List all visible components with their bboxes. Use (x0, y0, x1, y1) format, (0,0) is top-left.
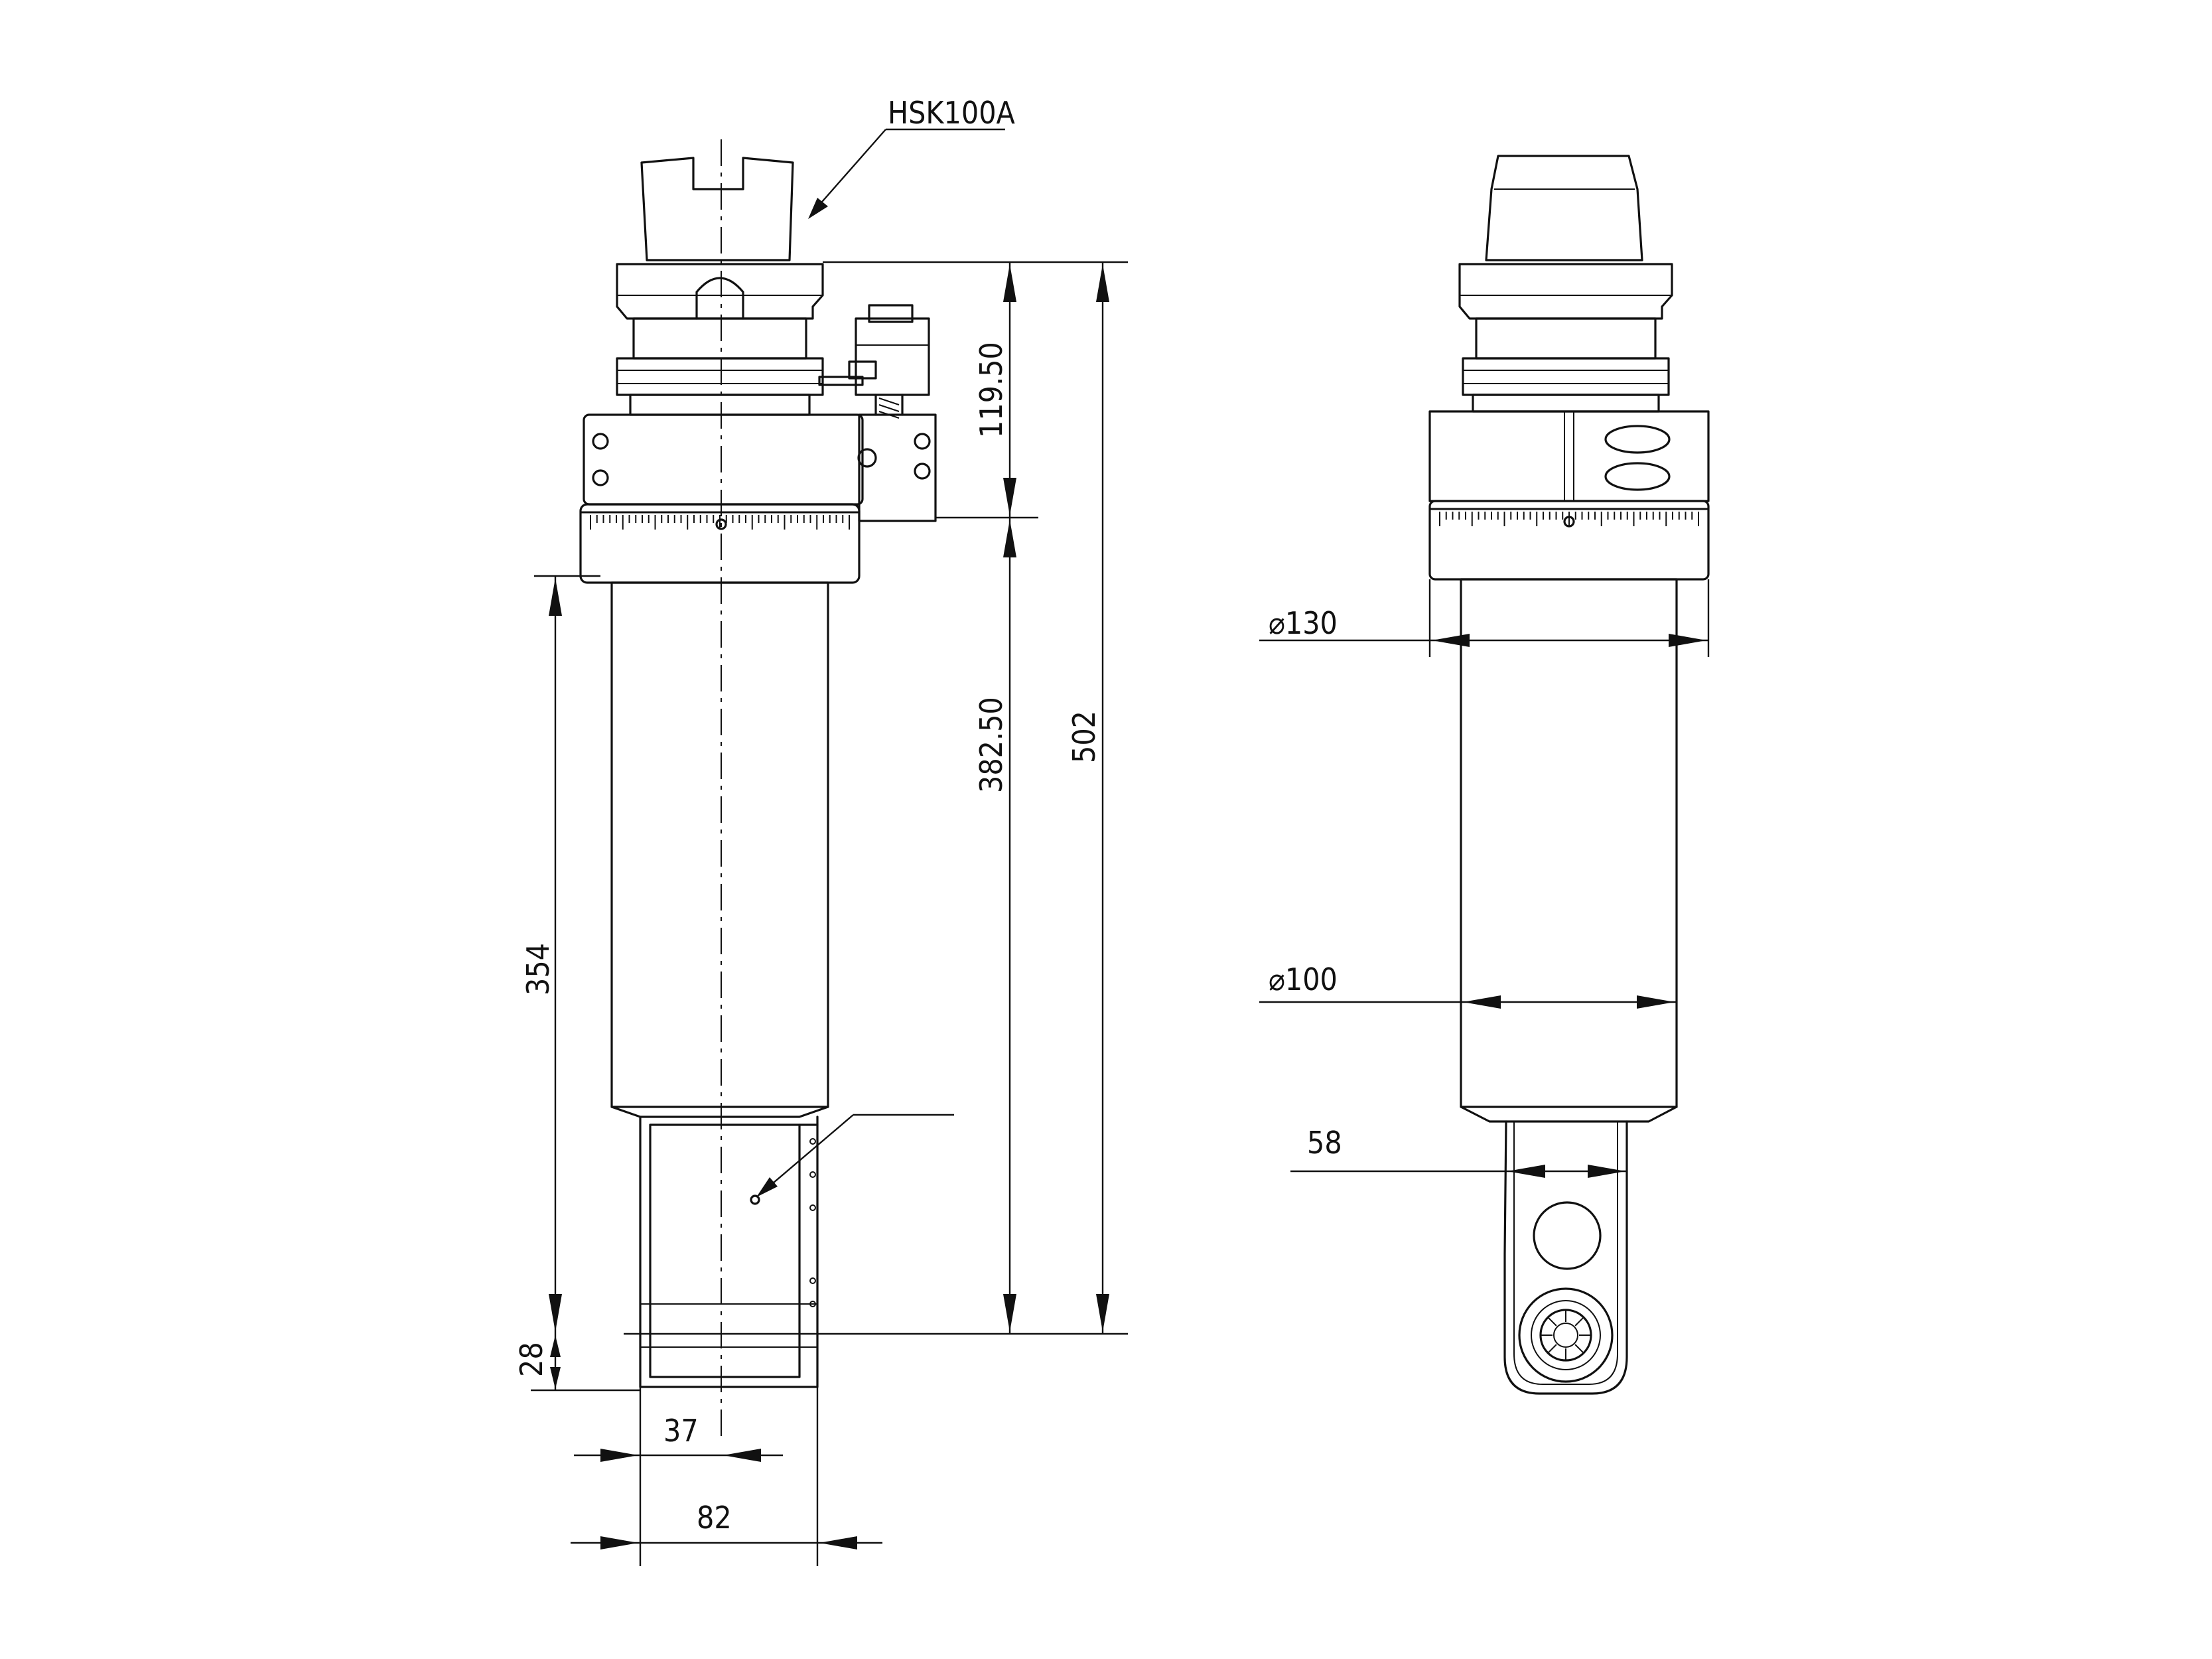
ring (616, 357, 824, 396)
screw-icon (914, 433, 931, 450)
hsk-collar-front (1458, 263, 1673, 320)
dim-body-diameter: ⌀100 (1259, 962, 1677, 1009)
housing-block (583, 413, 864, 506)
dim-body-length-text: 354 (520, 943, 556, 995)
lube-point-icon (750, 1194, 760, 1205)
port-icon (857, 448, 877, 468)
screw-icon (592, 469, 609, 486)
body-cylinder (610, 581, 829, 1108)
callout: HSK100A (756, 95, 1015, 1197)
dim-total-height-text: 502 (1066, 711, 1102, 763)
dim-tip-height: 28 (514, 1334, 640, 1392)
bore-icon (1533, 1201, 1602, 1270)
scale-ticks (590, 515, 850, 530)
dim-flange-diameter-text: ⌀130 (1269, 605, 1338, 641)
collet-slots (1541, 1311, 1590, 1360)
dim-body-diameter-text: ⌀100 (1269, 962, 1338, 997)
scale-ticks (1439, 512, 1699, 526)
dim-head-width-text: 82 (697, 1500, 732, 1536)
head-arm (1503, 1120, 1628, 1395)
screw-icon (592, 433, 609, 450)
dim-tip-height-text: 28 (514, 1342, 549, 1377)
dim-head-front-width-text: 58 (1307, 1125, 1342, 1161)
dim-upper-height: 119.50 (823, 261, 1128, 519)
body-taper (610, 1106, 829, 1118)
dim-total-height: 502 (1066, 262, 1109, 1334)
port-oval-icon (1604, 425, 1671, 454)
dim-head-width: 82 (571, 1500, 882, 1550)
dim-flange-diameter: ⌀130 (1259, 579, 1710, 657)
dim-upper-height-text: 119.50 (973, 342, 1009, 438)
valve-body (858, 413, 937, 522)
hsk-taper-front (1485, 155, 1643, 261)
neck (632, 317, 807, 360)
dim-center-offset: 37 (574, 1387, 819, 1566)
body-cylinder-front (1460, 578, 1678, 1108)
housing-front (1428, 410, 1710, 502)
dim-body-length: 354 (520, 575, 600, 1334)
dim-head-front-width: 58 (1290, 1125, 1627, 1178)
dim-lower-height-text: 382.50 (973, 697, 1009, 793)
screw-icon (914, 463, 931, 480)
front-view (1428, 155, 1710, 1395)
collet-nut-icon (1518, 1287, 1614, 1383)
dim-center-offset-text: 37 (663, 1413, 699, 1449)
port-oval-icon (1604, 462, 1671, 491)
callout-label: HSK100A (888, 95, 1015, 131)
side-view (579, 139, 937, 1440)
hsk-collar (616, 263, 824, 320)
hsk-taper (640, 157, 794, 261)
dim-lower-height: 382.50 (624, 518, 1128, 1335)
valve-head (855, 317, 930, 396)
head-block (639, 1116, 819, 1388)
